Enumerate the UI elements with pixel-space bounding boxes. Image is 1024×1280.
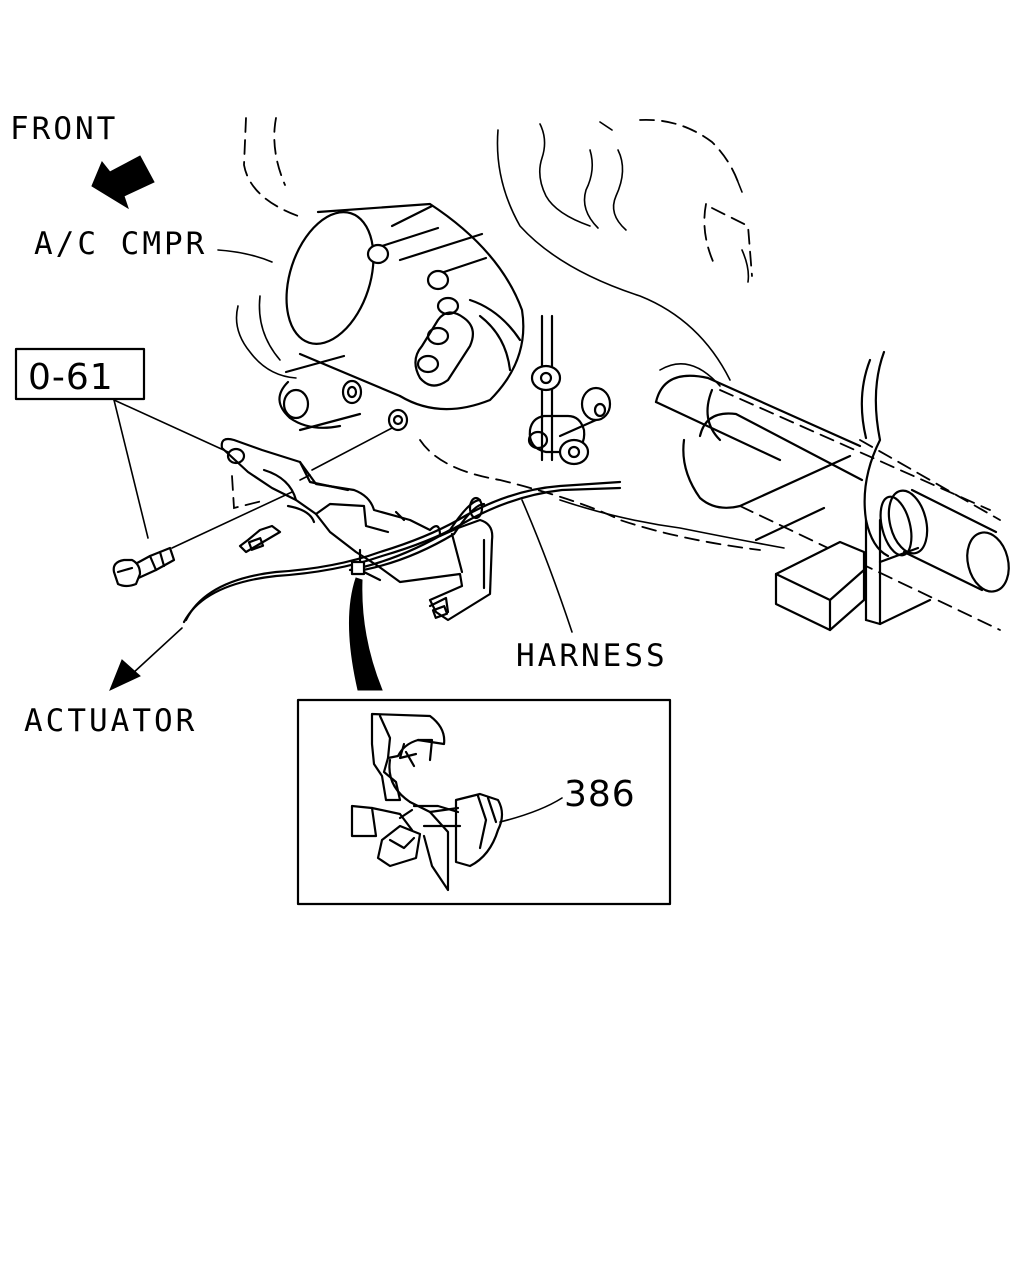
bolt-ref-leader-1 [113,399,229,453]
linkage [527,314,612,466]
harness-leader [521,499,573,633]
axle-shaft [654,350,1010,632]
harness-wire [182,480,622,624]
ac-compressor-leader [217,249,273,263]
callout-arrow-icon [348,577,383,691]
clip-part-leader [499,797,563,823]
actuator-label: ACTUATOR [24,703,197,739]
front-label: FRONT [10,111,118,147]
harness-label: HARNESS [516,638,668,674]
bolt-axis [171,491,293,549]
bolt [112,546,176,588]
bolt-ref-label: 0-61 [28,357,114,398]
ac-compressor-label: A/C CMPR [34,226,207,262]
engine-outline [243,117,785,551]
harness-clip [350,712,504,892]
actuator-arrow-icon [109,627,183,691]
detail-box [296,698,672,906]
bracket [220,437,494,622]
front-arrow-icon [91,155,155,210]
bolt-ref-leader-2 [113,399,149,539]
bolt-ref-box [14,347,146,401]
clip-part-label: 386 [564,774,636,815]
ac-compressor [235,202,525,432]
